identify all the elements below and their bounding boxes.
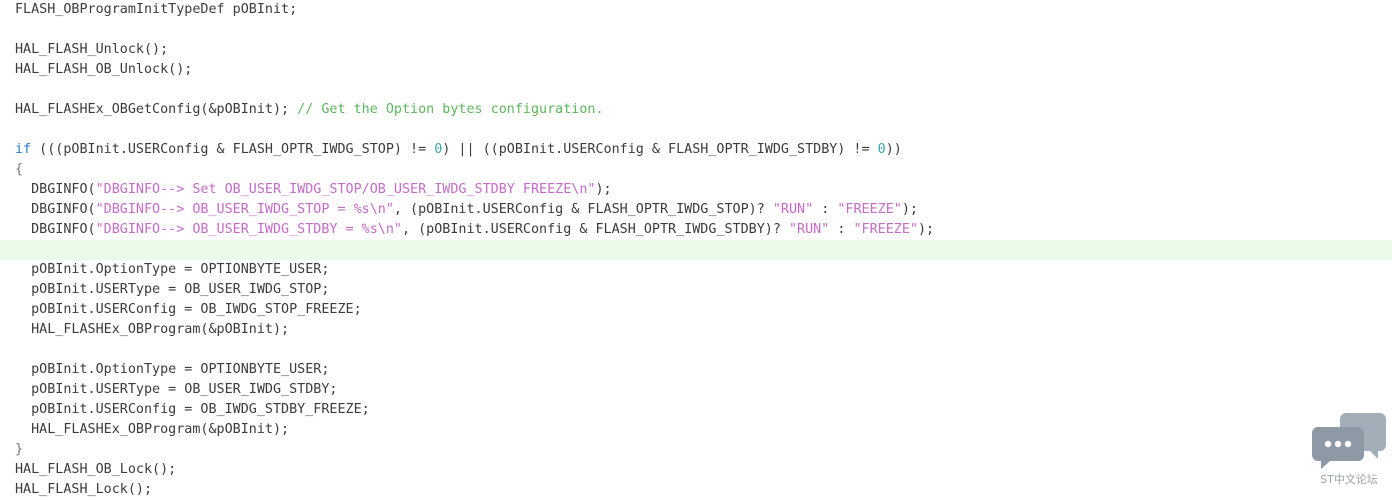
code-token: pOBInit.USERType = OB_USER_IWDG_STDBY; [15,382,338,397]
code-token: HAL_FLASH_Unlock(); [15,42,169,57]
code-token: 0 [434,142,443,157]
code-line: { [0,160,1392,180]
chat-bubbles-icon [1312,413,1386,469]
code-token: } [15,442,24,457]
code-line: pOBInit.USERConfig = OB_IWDG_STOP_FREEZE… [0,300,1392,320]
code-line: pOBInit.USERType = OB_USER_IWDG_STOP; [0,280,1392,300]
code-token: ); [595,182,612,197]
code-token: HAL_FLASHEx_OBGetConfig(&pOBInit); [15,102,298,117]
code-token: pOBInit.OptionType = OPTIONBYTE_USER; [15,262,330,277]
code-token: DBGINFO( [15,222,96,237]
code-line: HAL_FLASH_OB_Unlock(); [0,60,1392,80]
code-token: HAL_FLASHEx_OBProgram(&pOBInit); [15,422,290,437]
code-line: HAL_FLASH_Unlock(); [0,40,1392,60]
code-token: ); [917,222,935,237]
code-line [0,120,1392,140]
code-token: { [15,162,24,177]
code-line: HAL_FLASH_Lock(); [0,480,1392,500]
code-token: (((pOBInit.USERConfig & FLASH_OPTR_IWDG_… [31,142,435,157]
code-token: "FREEZE" [837,202,902,217]
code-token: )) [885,142,902,157]
code-token: "DBGINFO--> OB_USER_IWDG_STOP = %s\n" [95,202,394,217]
code-token: pOBInit.USERConfig = OB_IWDG_STDBY_FREEZ… [15,402,370,417]
code-token: pOBInit.OptionType = OPTIONBYTE_USER; [15,362,330,377]
code-token: : [813,202,838,217]
code-line [0,20,1392,40]
code-token: : [829,222,854,237]
code-token: HAL_FLASH_OB_Lock(); [15,462,177,477]
code-line [0,240,1392,260]
code-token: "DBGINFO--> OB_USER_IWDG_STDBY = %s\n" [95,222,402,237]
code-line: pOBInit.USERConfig = OB_IWDG_STDBY_FREEZ… [0,400,1392,420]
code-token: HAL_FLASHEx_OBProgram(&pOBInit); [15,322,290,337]
code-token: DBGINFO( [15,202,96,217]
code-token: pOBInit.USERType = OB_USER_IWDG_STOP; [15,282,330,297]
code-token: pOBInit.USERConfig = OB_IWDG_STOP_FREEZE… [15,302,362,317]
code-token: "RUN" [788,222,830,237]
code-line: HAL_FLASH_OB_Lock(); [0,460,1392,480]
code-token: "DBGINFO--> Set OB_USER_IWDG_STOP/OB_USE… [95,182,596,197]
code-token: "FREEZE" [853,222,918,237]
code-token: DBGINFO( [15,182,96,197]
code-token: HAL_FLASH_OB_Unlock(); [15,62,193,77]
code-line [0,80,1392,100]
code-line: if (((pOBInit.USERConfig & FLASH_OPTR_IW… [0,140,1392,160]
code-token: , (pOBInit.USERConfig & FLASH_OPTR_IWDG_… [393,202,773,217]
code-line: pOBInit.OptionType = OPTIONBYTE_USER; [0,260,1392,280]
code-line: HAL_FLASHEx_OBProgram(&pOBInit); [0,320,1392,340]
code-token: FLASH_OBProgramInitTypeDef pOBInit; [15,2,298,17]
code-token: , (pOBInit.USERConfig & FLASH_OPTR_IWDG_… [401,222,789,237]
code-token: 0 [877,142,886,157]
code-line: DBGINFO("DBGINFO--> Set OB_USER_IWDG_STO… [0,180,1392,200]
code-line: HAL_FLASHEx_OBGetConfig(&pOBInit); // Ge… [0,100,1392,120]
code-token: ); [901,202,918,217]
code-line: HAL_FLASHEx_OBProgram(&pOBInit); [0,420,1392,440]
code-token: HAL_FLASH_Lock(); [15,482,153,497]
code-line: DBGINFO("DBGINFO--> OB_USER_IWDG_STDBY =… [0,220,1392,240]
code-token: "RUN" [772,202,814,217]
code-token: ) || ((pOBInit.USERConfig & FLASH_OPTR_I… [442,142,878,157]
code-line [0,340,1392,360]
forum-watermark: ST中文论坛 [1312,411,1386,487]
code-token: if [15,142,32,157]
code-line: } [0,440,1392,460]
code-line: DBGINFO("DBGINFO--> OB_USER_IWDG_STOP = … [0,200,1392,220]
code-token: // Get the Option bytes configuration. [297,102,604,117]
watermark-label: ST中文论坛 [1320,473,1378,486]
code-line: pOBInit.OptionType = OPTIONBYTE_USER; [0,360,1392,380]
code-line: FLASH_OBProgramInitTypeDef pOBInit; [0,0,1392,20]
code-line: pOBInit.USERType = OB_USER_IWDG_STDBY; [0,380,1392,400]
